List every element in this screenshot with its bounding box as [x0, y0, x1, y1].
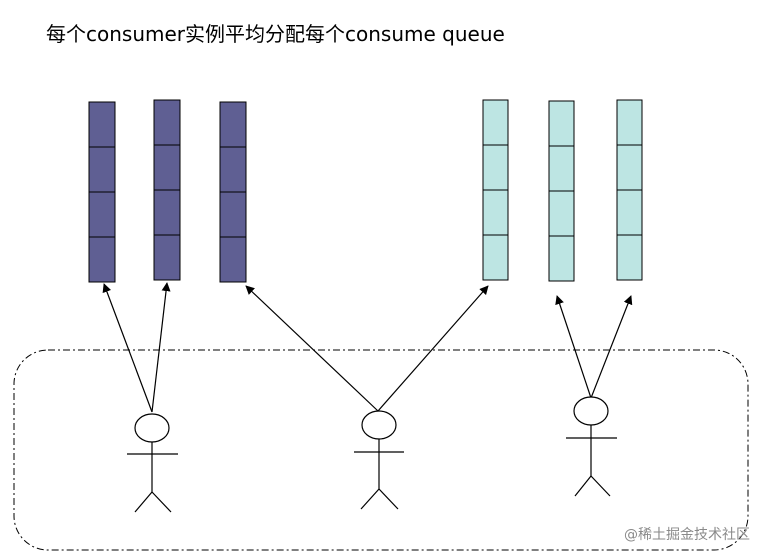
queue-cell — [88, 191, 116, 238]
queue-a1 — [88, 101, 116, 283]
figure-leg-left — [360, 488, 380, 510]
queue-group-a — [88, 99, 247, 283]
queue-cell — [219, 236, 247, 283]
queue-cell — [482, 234, 509, 281]
assignment-arrows — [102, 282, 633, 413]
queue-cell — [482, 189, 509, 236]
queue-cell — [616, 234, 643, 281]
queue-cell — [219, 191, 247, 238]
queue-cell — [616, 99, 643, 146]
queue-cell — [482, 99, 509, 146]
queue-cell — [548, 190, 575, 237]
consumer-2 — [354, 410, 404, 510]
queue-cell — [88, 236, 116, 283]
arrow-consumer1-queue-a2 — [151, 282, 171, 413]
queue-group-b — [482, 99, 643, 282]
queue-cell — [153, 234, 181, 281]
queue-cell — [88, 101, 116, 148]
queue-b3 — [616, 99, 643, 281]
queue-b1 — [482, 99, 509, 281]
figure-leg-left — [134, 491, 153, 513]
arrow-consumer3-queue-b3 — [590, 295, 633, 399]
queue-a2 — [153, 99, 181, 281]
stick-figure-icon — [361, 410, 397, 440]
arrow-consumer2-queue-a3 — [245, 285, 379, 412]
figure-leg-right — [151, 491, 172, 513]
queue-cell — [88, 146, 116, 193]
queue-cell — [219, 101, 247, 148]
consumer-1 — [127, 413, 178, 513]
queue-a3 — [219, 101, 247, 283]
queue-cell — [548, 100, 575, 147]
consumer-group-boundary — [13, 349, 749, 551]
queue-cell — [482, 144, 509, 191]
queue-cell — [153, 144, 181, 191]
queue-cell — [616, 144, 643, 191]
figure-leg-left — [574, 475, 592, 497]
arrow-consumer3-queue-b2 — [555, 295, 592, 399]
stick-figure-icon — [573, 396, 609, 426]
queue-b2 — [548, 100, 575, 282]
queue-cell — [548, 235, 575, 282]
figure-leg-right — [590, 475, 611, 497]
queue-cell — [616, 189, 643, 236]
figure-leg-right — [378, 488, 399, 510]
watermark: @稀土掘金技术社区 — [624, 527, 750, 543]
arrow-consumer2-queue-b1 — [377, 285, 489, 412]
queue-cell — [548, 145, 575, 192]
consumer-3 — [566, 396, 617, 497]
stick-figure-icon — [134, 413, 170, 443]
queue-cell — [153, 99, 181, 146]
diagram-title: 每个consumer实例平均分配每个consume queue — [46, 22, 505, 46]
arrow-consumer1-queue-a1 — [102, 283, 153, 413]
queue-cell — [153, 189, 181, 236]
queue-cell — [219, 146, 247, 193]
